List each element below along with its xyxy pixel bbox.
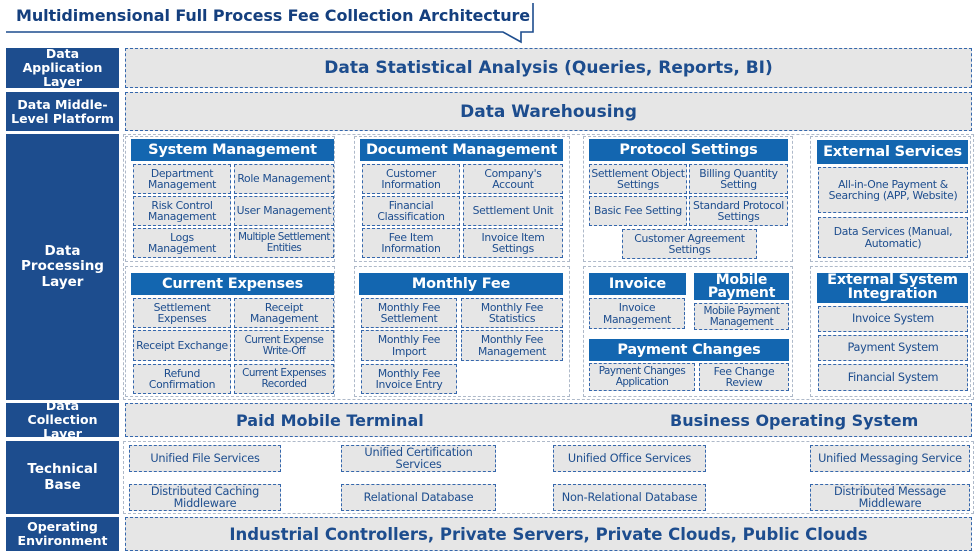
current-expenses-recorded-cell: Current Expenses Recorded [234, 364, 334, 394]
distributed-message-middleware-cell: Distributed Message Middleware [810, 484, 970, 511]
operating-content: Industrial Controllers, Private Servers,… [125, 517, 972, 551]
logs-management-cell: Logs Management [133, 228, 231, 258]
layer-label-application: Data Application Layer [6, 47, 119, 89]
external-services-header: External Services [817, 140, 968, 164]
non-relational-database-cell: Non-Relational Database [553, 484, 706, 511]
payment-changes-header: Payment Changes [589, 339, 789, 361]
companys-account-cell: Company's Account [463, 164, 563, 194]
current-expense-write-off-cell: Current Expense Write-Off [234, 330, 334, 361]
fee-change-review-cell: Fee Change Review [699, 363, 789, 391]
standard-protocol-settings-cell: Standard Protocol Settings [689, 196, 788, 226]
layer-label-operating: Operating Environment [6, 517, 119, 551]
paid-mobile-terminal-label: Paid Mobile Terminal [236, 410, 424, 430]
settlement-expenses-cell: Settlement Expenses [133, 298, 231, 328]
monthly-fee-settlement-cell: Monthly Fee Settlement [361, 298, 457, 328]
page-title: Multidimensional Full Process Fee Collec… [16, 6, 531, 25]
monthly-fee-header: Monthly Fee [359, 273, 563, 295]
settlement-object-settings-cell: Settlement Object Settings [589, 164, 687, 194]
collection-content: Paid Mobile Terminal Business Operating … [125, 403, 972, 437]
middle-content: Data Warehousing [125, 92, 972, 131]
layer-label-middle: Data Middle-Level Platform [6, 92, 119, 131]
invoice-management-cell: Invoice Management [589, 298, 685, 329]
financial-system-cell: Financial System [818, 364, 968, 391]
title-area: Multidimensional Full Process Fee Collec… [0, 0, 540, 44]
financial-classification-cell: Financial Classification [362, 196, 460, 226]
unified-messaging-service-cell: Unified Messaging Service [810, 445, 970, 472]
layer-label-technical: Technical Base [6, 441, 119, 514]
business-operating-system-label: Business Operating System [670, 410, 919, 430]
current-expenses-header: Current Expenses [131, 273, 334, 295]
monthly-fee-statistics-cell: Monthly Fee Statistics [461, 298, 563, 328]
monthly-fee-management-cell: Monthly Fee Management [461, 330, 563, 361]
distributed-caching-middleware-cell: Distributed Caching Middleware [129, 484, 281, 511]
application-content: Data Statistical Analysis (Queries, Repo… [125, 48, 972, 88]
billing-quantity-setting-cell: Billing Quantity Setting [689, 164, 788, 194]
risk-control-management-cell: Risk Control Management [133, 196, 231, 226]
monthly-fee-invoice-entry-cell: Monthly Fee Invoice Entry [361, 364, 457, 394]
role-management-cell: Role Management [234, 164, 334, 194]
department-management-cell: Department Management [133, 164, 231, 194]
protocol-settings-header: Protocol Settings [589, 139, 788, 161]
external-system-integration-header: External System Integration [817, 273, 968, 303]
payment-system-cell: Payment System [818, 335, 968, 361]
invoice-item-settings-cell: Invoice Item Settings [463, 228, 563, 258]
refund-confirmation-cell: Refund Confirmation [133, 364, 231, 394]
system-management-header: System Management [131, 139, 334, 161]
monthly-fee-import-cell: Monthly Fee Import [361, 330, 457, 361]
unified-office-services-cell: Unified Office Services [553, 445, 706, 472]
relational-database-cell: Relational Database [341, 484, 496, 511]
all-in-one-payment-cell: All-in-One Payment & Searching (APP, Web… [818, 167, 968, 213]
unified-certification-services-cell: Unified Certification Services [341, 445, 496, 472]
settlement-unit-cell: Settlement Unit [463, 196, 563, 226]
fee-item-information-cell: Fee Item Information [362, 228, 460, 258]
basic-fee-setting-cell: Basic Fee Setting [589, 196, 687, 226]
layer-label-collection: Data Collection Layer [6, 399, 119, 441]
receipt-management-cell: Receipt Management [234, 298, 334, 328]
invoice-system-cell: Invoice System [818, 306, 968, 332]
document-management-header: Document Management [360, 139, 563, 161]
data-services-cell: Data Services (Manual, Automatic) [818, 217, 968, 258]
multiple-settlement-entities-cell: Multiple Settlement Entities [234, 228, 334, 258]
unified-file-services-cell: Unified File Services [129, 445, 281, 472]
title-callout-outline [6, 3, 534, 44]
mobile-payment-management-cell: Mobile Payment Management [694, 303, 789, 330]
layer-label-processing: Data Processing Layer [6, 134, 119, 400]
customer-information-cell: Customer Information [362, 164, 460, 194]
receipt-exchange-cell: Receipt Exchange [133, 330, 231, 361]
mobile-payment-header: Mobile Payment [694, 273, 789, 300]
payment-changes-application-cell: Payment Changes Application [589, 363, 695, 391]
customer-agreement-settings-cell: Customer Agreement Settings [622, 229, 757, 259]
user-management-cell: User Management [234, 196, 334, 226]
invoice-header: Invoice [589, 273, 686, 295]
